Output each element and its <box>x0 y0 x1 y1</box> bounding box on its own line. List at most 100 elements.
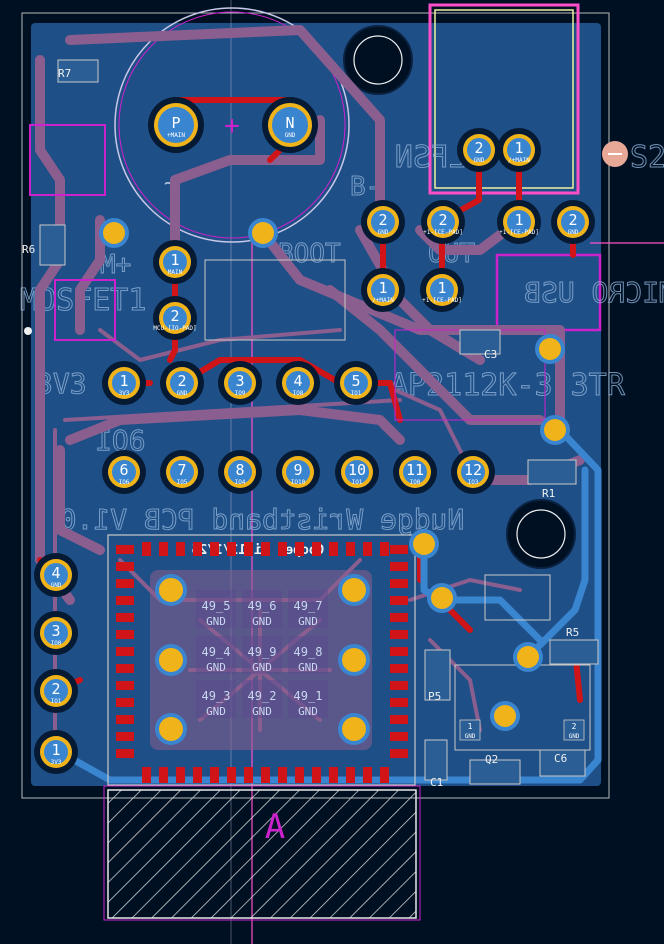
esp-top-pad <box>380 542 389 556</box>
esp-gnd-via-2[interactable] <box>155 644 187 676</box>
usb-header-pad-1[interactable]: 1/+MAIN <box>497 128 541 172</box>
esp-left-pad <box>116 630 134 639</box>
esp-left-pad <box>116 579 134 588</box>
c1-capacitor <box>424 739 448 781</box>
io-pad-10-number: 10 <box>348 461 366 479</box>
left-header-pad-4-drill <box>44 563 68 587</box>
esp-right-pad <box>390 749 408 758</box>
mid-pad-2-net: GND <box>568 229 579 236</box>
esp-pad-net: GND <box>206 615 226 628</box>
switch-pad-number: 2 <box>572 722 577 731</box>
via-2[interactable] <box>535 334 565 364</box>
via-3[interactable] <box>540 415 570 445</box>
via-drill <box>431 587 453 609</box>
battery-plus-mark: + <box>224 111 240 141</box>
mosfet-footprint <box>54 279 116 341</box>
via-7[interactable] <box>409 529 439 559</box>
io-pad-2-net: GND <box>177 390 188 397</box>
esp-gnd-via-drill <box>342 648 366 672</box>
esp-right-pad <box>390 681 408 690</box>
esp32-bottom-pads <box>142 542 389 783</box>
io-pad-1-number: 1 <box>119 372 128 390</box>
via-drill <box>413 533 435 555</box>
mid-pad-5-net: MCU-[IO-PAD] <box>153 325 196 332</box>
origin-dot <box>24 327 32 335</box>
s2-label: S2 <box>630 140 664 175</box>
usb-header-pad-1-number: 1 <box>514 139 523 157</box>
left-header-pad-2-net: IO1 <box>51 698 62 705</box>
usb-header-pad-2-number: 2 <box>438 211 447 229</box>
esp-gnd-via-4[interactable] <box>155 713 187 745</box>
esp-left-pad <box>116 664 134 673</box>
left-header-pad-1-number: 1 <box>51 741 60 759</box>
mid-pad-3[interactable]: 1+1-[CE-PAD] <box>420 268 464 312</box>
esp-gnd-via-3[interactable] <box>338 644 370 676</box>
esp-gnd-via-drill <box>342 578 366 602</box>
esp-left-pad <box>116 562 134 571</box>
via-1[interactable] <box>248 218 278 248</box>
esp-top-pad <box>244 542 253 556</box>
vias <box>99 218 570 731</box>
via-6[interactable] <box>427 583 457 613</box>
io-pad-6-drill <box>112 460 136 484</box>
left-header-pad-4-net: GND <box>51 582 62 589</box>
mid-pad-1[interactable]: 1/+MAIN <box>361 268 405 312</box>
usb-header-pad-0-number: 2 <box>474 139 483 157</box>
mid-pad-3-net: +1-[CE-PAD] <box>422 297 462 304</box>
via-drill <box>103 222 125 244</box>
esp-gnd-via-1[interactable] <box>338 574 370 606</box>
io-pad-1-net: 3V3 <box>119 390 130 397</box>
battery-outline <box>114 7 350 243</box>
esp-right-pad <box>390 715 408 724</box>
io-pad-9-number: 9 <box>293 461 302 479</box>
usb-header-pad-2[interactable]: 2+1-[CE-PAD] <box>421 200 465 244</box>
usb-header-pad-1-drill <box>507 138 531 162</box>
io-pad-6-net: IO6 <box>119 479 130 486</box>
r5-label: R5 <box>566 626 579 639</box>
battery-pad-n-net: GND <box>285 132 296 139</box>
via-5[interactable] <box>490 701 520 731</box>
battery-pad-p-net: +MAIN <box>167 132 185 139</box>
esp-pad-label: 49_2 <box>248 689 277 703</box>
battery-pad-p[interactable]: P+MAIN <box>148 97 204 153</box>
usb-header-pad-3-net: +1-[CE-PAD] <box>499 229 539 236</box>
usb-header-pad-3[interactable]: 1+1-[CE-PAD] <box>497 200 541 244</box>
esp-gnd-via-0[interactable] <box>155 574 187 606</box>
via-4[interactable] <box>513 642 543 672</box>
esp-gnd-via-5[interactable] <box>338 713 370 745</box>
esp-thermal-pad-fill <box>196 636 236 674</box>
battery-pad-p-drill <box>158 107 194 143</box>
battery-pad-n-drill <box>272 107 308 143</box>
via-0[interactable] <box>99 218 129 248</box>
esp-right-pad <box>390 596 408 605</box>
esp-left-pad <box>116 647 134 656</box>
p5-footprint <box>424 649 451 701</box>
